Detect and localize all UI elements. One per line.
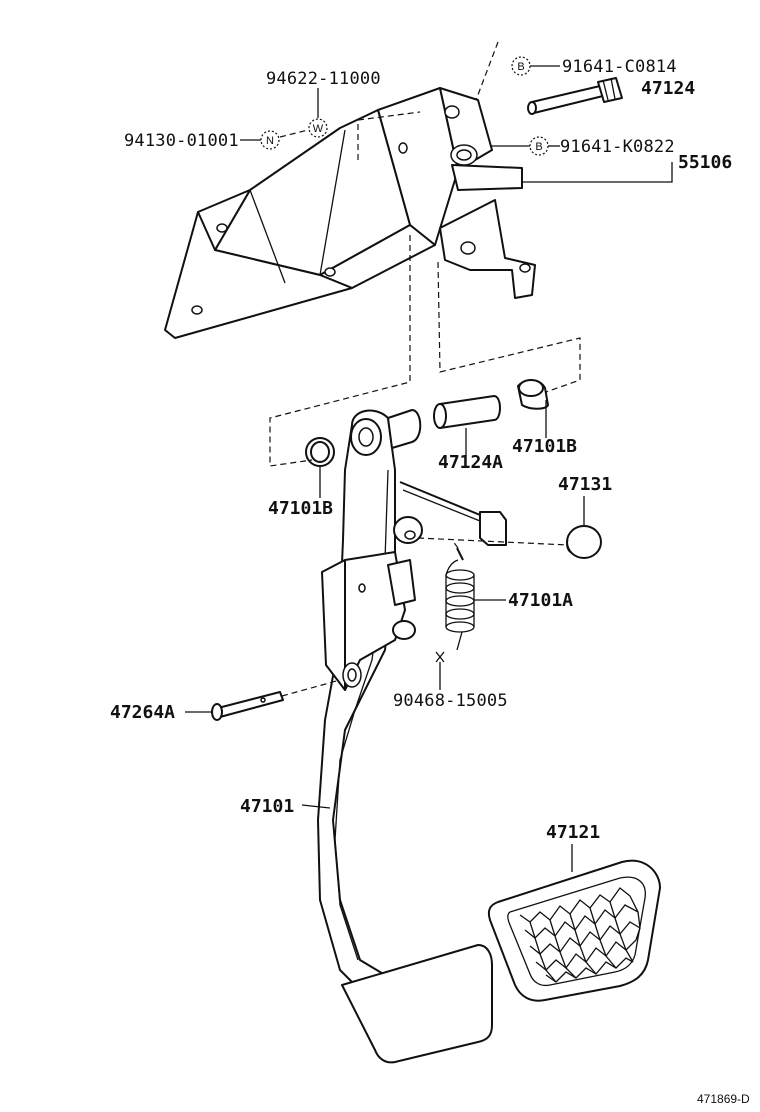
pivot-collar (433, 395, 501, 429)
callout-47124A: 47124A (438, 452, 503, 473)
arm-sleeve (387, 409, 422, 449)
bushing-left (305, 437, 335, 467)
clip (435, 651, 445, 663)
svg-text:B: B (517, 61, 524, 73)
diagram-reference-code: 471869-D (697, 1092, 750, 1106)
return-spring (445, 547, 475, 651)
callout-47264A: 47264A (110, 702, 175, 723)
callout-91641-K0822: 91641-K0822 (560, 137, 675, 157)
svg-text:B: B (535, 141, 542, 153)
bolt-marker-a: B (511, 56, 531, 76)
callout-55106: 55106 (678, 152, 732, 173)
callout-47131: 47131 (558, 474, 612, 495)
nut-marker: N (260, 130, 280, 150)
callout-47101B-left: 47101B (268, 498, 333, 519)
svg-text:N: N (266, 135, 274, 147)
pivot-bolt (527, 77, 623, 115)
leader-lines (185, 65, 673, 872)
washer-marker: W (308, 118, 328, 138)
callout-47124: 47124 (641, 78, 695, 99)
bushing-right (517, 379, 549, 410)
pushrod (399, 481, 507, 546)
callout-47101: 47101 (240, 796, 294, 817)
callout-94622-11000: 94622-11000 (266, 69, 381, 89)
clevis-pin (211, 691, 284, 721)
stopper-cushion (566, 525, 602, 559)
callout-90468-15005: 90468-15005 (393, 691, 508, 711)
bolt-marker-b: B (529, 136, 549, 156)
pedal-arm (317, 409, 493, 1064)
callout-94130-01001: 94130-01001 (124, 131, 239, 151)
pedal-bracket (164, 87, 536, 339)
callout-91641-C0814: 91641-C0814 (562, 57, 677, 77)
callout-47101B-right: 47101B (512, 436, 577, 457)
svg-text:W: W (313, 123, 324, 135)
assembly-lines (269, 41, 581, 697)
pedal-pad (487, 859, 661, 1002)
callout-47121: 47121 (546, 822, 600, 843)
callout-47101A: 47101A (508, 590, 573, 611)
